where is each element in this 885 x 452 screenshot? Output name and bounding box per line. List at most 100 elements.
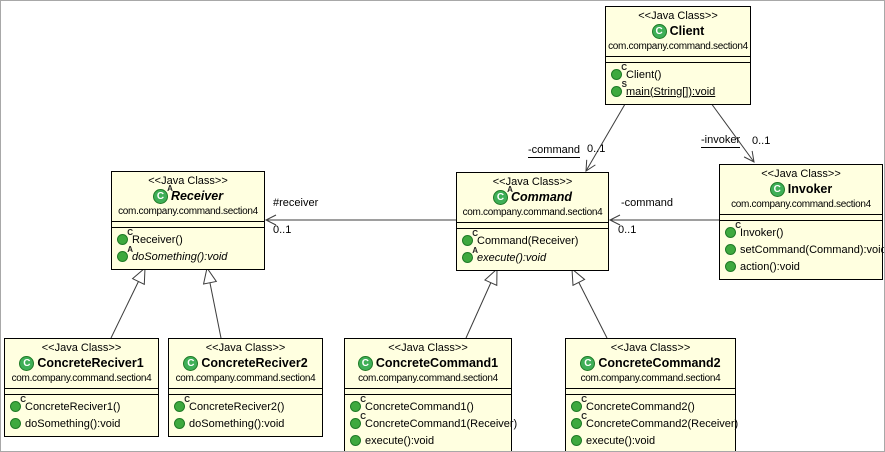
fields-compartment [345, 388, 511, 395]
method-row[interactable]: doSomething():void [5, 415, 158, 432]
fields-compartment [5, 388, 158, 395]
stereotype-label: <<Java Class>> [492, 176, 573, 188]
constructor-method-icon: C [10, 396, 26, 412]
constructor-method-icon: C [117, 229, 133, 245]
edge-label-client-invoker[interactable]: -invoker [701, 134, 741, 148]
public-method-icon [725, 261, 736, 272]
edge-label-command-receiver[interactable]: #receiver [273, 197, 319, 209]
class-box-concretecommand1[interactable]: <<Java Class>> C ConcreteCommand1 com.co… [344, 338, 517, 451]
method-label: doSomething():void [25, 417, 121, 430]
method-label: execute():void [477, 251, 547, 264]
package-label: com.company.command.section4 [175, 373, 316, 384]
methods-compartment: C Invoker() setCommand(Command):void act… [720, 221, 885, 279]
edge-multiplicity-invoker-command[interactable]: 0..1 [618, 224, 637, 236]
class-icon: C [651, 24, 667, 39]
stereotype-label: <<Java Class>> [761, 168, 841, 180]
method-row[interactable]: C ConcreteReciver1() [5, 396, 158, 415]
class-name: ConcreteReciver1 [37, 356, 144, 370]
methods-compartment: C ConcreteCommand1() C ConcreteCommand1(… [345, 395, 517, 451]
methods-compartment: C ConcreteReciver2() doSomething():void [169, 395, 322, 436]
package-label: com.company.command.section4 [731, 199, 871, 210]
method-label: Client() [626, 68, 662, 81]
edge-concretereciver1-generalization[interactable] [110, 266, 146, 339]
stereotype-label: <<Java Class>> [205, 342, 286, 354]
edge-multiplicity-command-receiver[interactable]: 0..1 [273, 224, 292, 236]
package-label: com.company.command.section4 [462, 207, 603, 218]
stereotype-label: <<Java Class>> [41, 342, 122, 354]
method-row[interactable]: C ConcreteCommand2() [566, 396, 735, 415]
method-row[interactable]: C Invoker() [720, 222, 882, 241]
edge-multiplicity-client-command[interactable]: 0..1 [587, 143, 606, 155]
methods-compartment: C Client() S main(String[]):void [606, 63, 750, 104]
edge-concretecommand1-generalization[interactable] [465, 267, 498, 339]
method-label: main(String[]):void [626, 85, 716, 98]
class-name-row: C Client [606, 23, 750, 40]
public-method-icon [174, 418, 185, 429]
method-row[interactable]: C ConcreteReciver2() [169, 396, 322, 415]
method-label: ConcreteCommand2(Receiver) [586, 417, 739, 430]
edge-client-command-association[interactable] [585, 98, 629, 172]
methods-compartment: C ConcreteCommand2() C ConcreteCommand2(… [566, 395, 739, 451]
edge-client-invoker-association[interactable] [707, 98, 755, 163]
class-icon: C [183, 356, 199, 371]
method-row[interactable]: C ConcreteCommand1(Receiver) [345, 413, 517, 432]
method-row[interactable]: C Client() [606, 64, 750, 83]
class-icon: C [19, 356, 35, 371]
stereotype-label: <<Java Class>> [638, 10, 718, 22]
class-name: ConcreteReciver2 [201, 356, 308, 370]
class-box-concretecommand2[interactable]: <<Java Class>> C ConcreteCommand2 com.co… [565, 338, 739, 451]
class-box-concretereciver1[interactable]: <<Java Class>> C ConcreteReciver1 com.co… [4, 338, 159, 437]
class-name: Invoker [787, 182, 833, 196]
edge-multiplicity-client-invoker[interactable]: 0..1 [752, 135, 771, 147]
class-name: Client [669, 24, 705, 38]
method-row[interactable]: setCommand(Command):void [720, 241, 885, 258]
method-row[interactable]: doSomething():void [169, 415, 322, 432]
fields-compartment [457, 222, 608, 229]
method-row[interactable]: S main(String[]):void [606, 81, 750, 100]
fields-compartment [720, 214, 882, 221]
class-icon: C [580, 356, 596, 371]
package-label: com.company.command.section4 [118, 206, 258, 217]
edge-label-client-command[interactable]: -command [528, 144, 580, 158]
method-label: action():void [740, 260, 800, 273]
constructor-method-icon: C [462, 230, 478, 246]
constructor-method-icon: C [725, 222, 741, 238]
constructor-method-icon: C [350, 396, 366, 412]
method-label: setCommand(Command):void [740, 243, 885, 256]
constructor-method-icon: C [174, 396, 190, 412]
method-row[interactable]: execute():void [345, 432, 511, 449]
edge-concretecommand2-generalization[interactable] [571, 267, 608, 339]
fields-compartment [169, 388, 322, 395]
fields-compartment [112, 221, 264, 228]
method-label: ConcreteReciver1() [25, 400, 121, 413]
method-row[interactable]: C ConcreteCommand1() [345, 396, 511, 415]
method-row[interactable]: execute():void [566, 432, 735, 449]
class-box-invoker[interactable]: <<Java Class>> C Invoker com.company.com… [719, 164, 885, 280]
public-method-icon [571, 435, 582, 446]
method-row[interactable]: C Receiver() [112, 229, 264, 248]
class-name-row: C ConcreteReciver1 [5, 355, 158, 372]
class-box-client[interactable]: <<Java Class>> C Client com.company.comm… [605, 6, 751, 105]
method-row[interactable]: C Command(Receiver) [457, 230, 608, 249]
class-name-row: C ConcreteCommand2 [566, 355, 735, 372]
method-row[interactable]: C ConcreteCommand2(Receiver) [566, 413, 739, 432]
static-method-icon: S [611, 81, 627, 97]
method-row[interactable]: A doSomething():void [112, 246, 264, 265]
class-name: ConcreteCommand2 [598, 356, 721, 370]
edge-label-invoker-command[interactable]: -command [621, 197, 673, 209]
method-label: ConcreteCommand1() [365, 400, 474, 413]
method-row[interactable]: action():void [720, 258, 882, 275]
edge-concretereciver2-generalization[interactable] [202, 266, 222, 339]
class-box-concretereciver2[interactable]: <<Java Class>> C ConcreteReciver2 com.co… [168, 338, 323, 437]
constructor-method-icon: C [350, 413, 366, 429]
constructor-method-icon: C [611, 64, 627, 80]
package-label: com.company.command.section4 [358, 373, 498, 384]
method-row[interactable]: A execute():void [457, 247, 608, 266]
method-label: ConcreteCommand2() [586, 400, 695, 413]
